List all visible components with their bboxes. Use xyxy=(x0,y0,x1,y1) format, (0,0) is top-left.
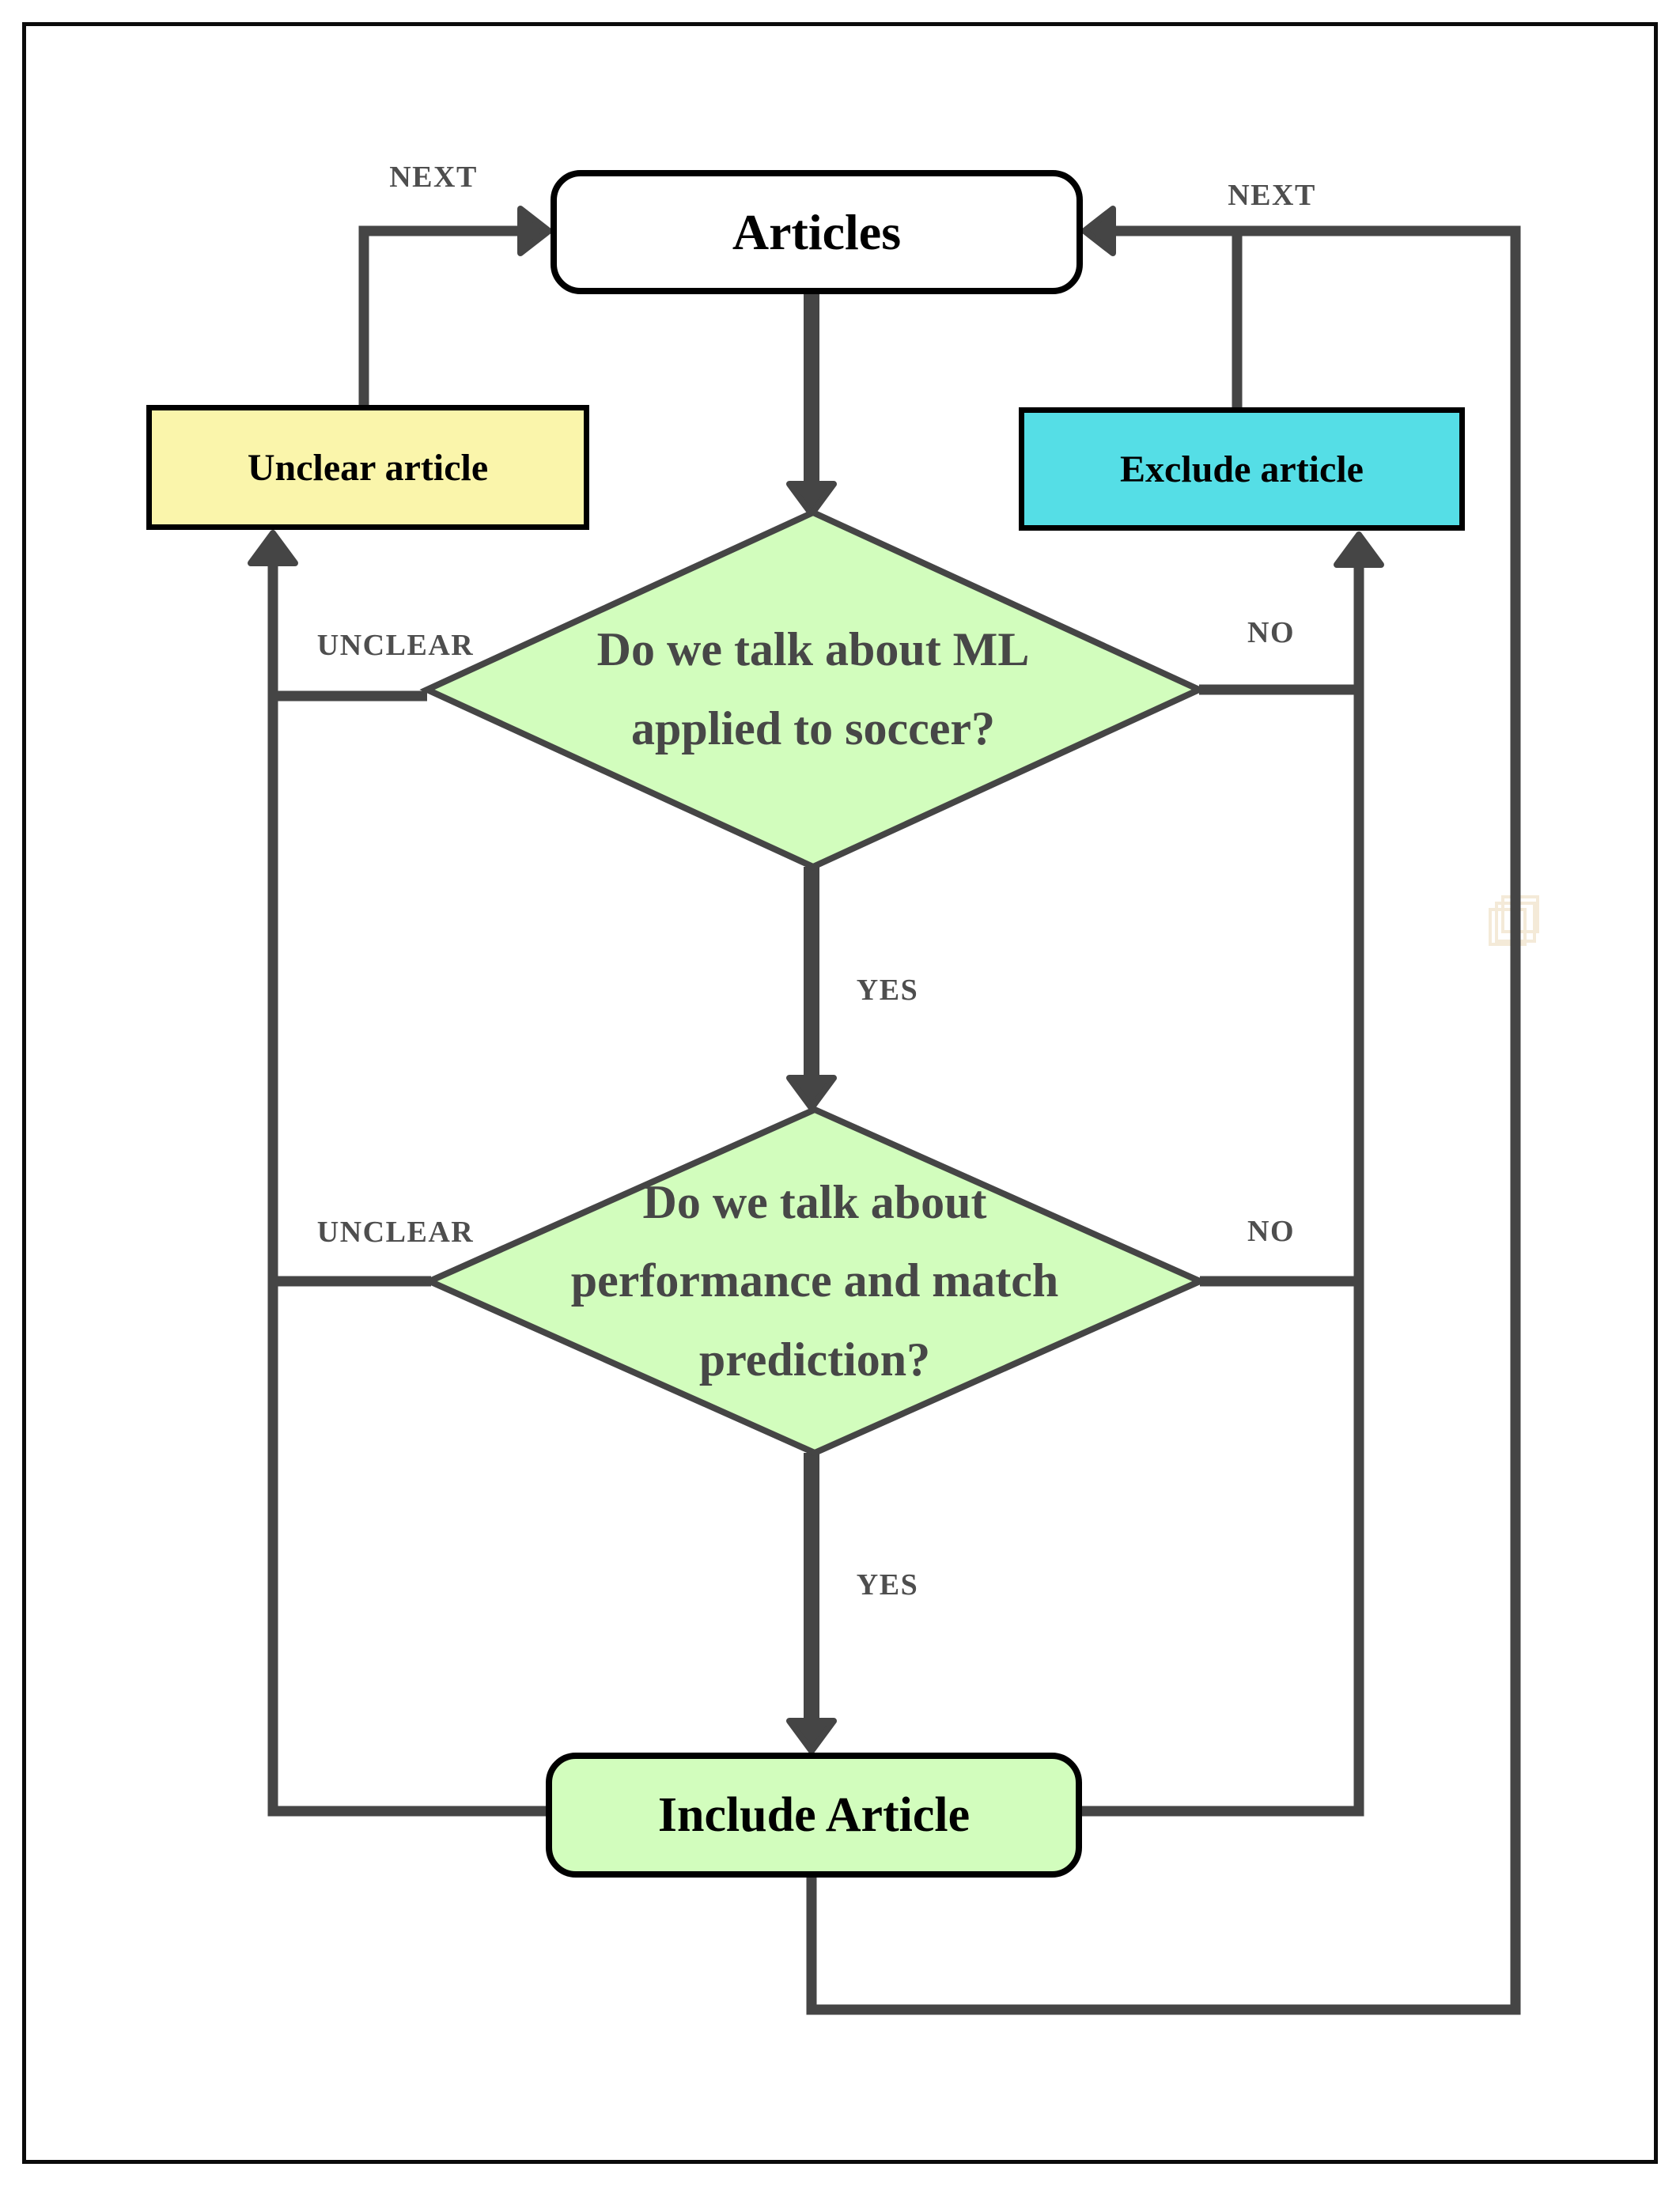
node-unclear-article-label: Unclear article xyxy=(247,446,489,489)
node-include-article-label: Include Article xyxy=(657,1787,971,1842)
arrowhead-into-decision1 xyxy=(786,481,837,517)
edge-label-next-right: NEXT xyxy=(1228,179,1316,212)
decision2-line-1: Do we talk about xyxy=(642,1175,987,1228)
arrowhead-into-unclear xyxy=(248,530,298,566)
decision1-diamond xyxy=(419,509,1207,871)
arrowhead-group xyxy=(248,206,1384,1754)
decision1-line-2: applied to soccer? xyxy=(631,702,995,755)
edge-group xyxy=(267,225,1521,2015)
edge-label-next-left: NEXT xyxy=(389,161,478,194)
watermark-square-1 xyxy=(1489,908,1527,946)
node-exclude-article: Exclude article xyxy=(1019,407,1465,531)
arrowhead-into-articles-left xyxy=(517,206,552,256)
edge-label-no-2: NO xyxy=(1247,1215,1295,1248)
page-border xyxy=(22,22,1658,2164)
node-articles: Articles xyxy=(551,170,1083,294)
arrowhead-into-decision2 xyxy=(786,1075,837,1111)
edge-right-no-rail xyxy=(1082,563,1364,1817)
edge-left-unclear-rail xyxy=(267,560,546,1817)
node-include-article: Include Article xyxy=(546,1753,1082,1878)
edge-label-no-1: NO xyxy=(1247,616,1295,649)
edge-include-next-loop-to-articles xyxy=(806,225,1521,2015)
edge-label-yes-1: YES xyxy=(856,974,919,1007)
node-exclude-article-label: Exclude article xyxy=(1120,448,1364,490)
node-unclear-article: Unclear article xyxy=(146,405,589,530)
decision2-text: Do we talk about performance and match p… xyxy=(498,1163,1131,1400)
node-articles-label: Articles xyxy=(732,203,902,260)
decision2-diamond xyxy=(422,1106,1208,1457)
arrowhead-into-exclude xyxy=(1334,531,1384,568)
decision1-text: Do we talk about ML applied to soccer? xyxy=(497,579,1129,800)
edge-label-unclear-2: UNCLEAR xyxy=(316,1216,475,1249)
decision2-line-3: prediction? xyxy=(698,1333,931,1386)
edge-unclear-next-to-articles xyxy=(358,225,524,405)
edge-label-yes-2: YES xyxy=(856,1568,919,1602)
arrowhead-into-include xyxy=(786,1718,837,1754)
decision1-line-1: Do we talk about ML xyxy=(596,623,1030,676)
decision2-line-2: performance and match xyxy=(570,1254,1059,1307)
arrowhead-into-articles-right xyxy=(1081,206,1116,256)
edge-label-unclear-1: UNCLEAR xyxy=(316,629,475,662)
